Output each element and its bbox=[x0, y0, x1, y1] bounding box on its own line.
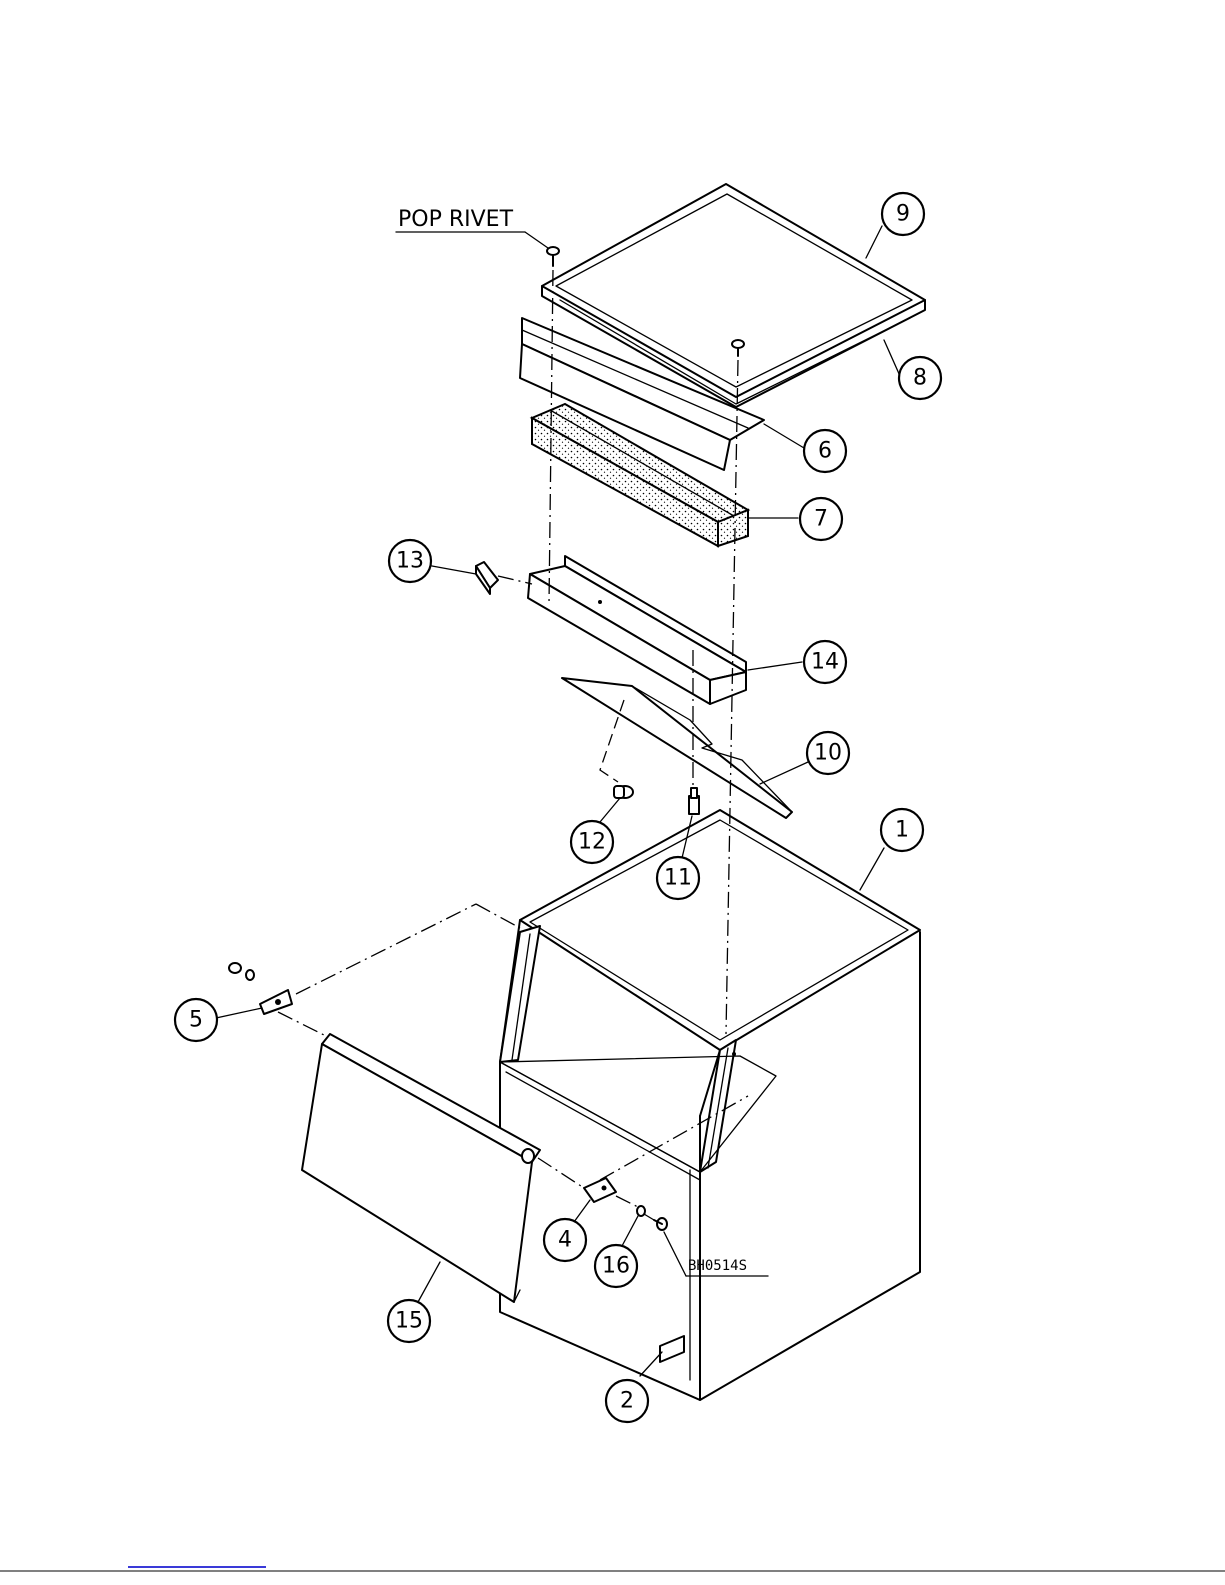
callout-6: 6 bbox=[804, 430, 846, 472]
callout-12: 12 bbox=[571, 821, 613, 863]
callout-4: 4 bbox=[544, 1219, 586, 1261]
svg-text:13: 13 bbox=[396, 549, 424, 574]
callout-7: 7 bbox=[800, 498, 842, 540]
clip-part-13 bbox=[476, 562, 498, 594]
callout-8: 8 bbox=[899, 357, 941, 399]
callout-15: 15 bbox=[388, 1300, 430, 1342]
nameplate-part-2 bbox=[660, 1336, 684, 1362]
bin-door-part-15 bbox=[302, 1034, 540, 1302]
callout-14: 14 bbox=[804, 641, 846, 683]
callout-1: 1 bbox=[881, 809, 923, 851]
callout-11: 11 bbox=[657, 857, 699, 899]
callout-13: 13 bbox=[389, 540, 431, 582]
svg-text:6: 6 bbox=[818, 439, 832, 464]
hinge-left-part-5 bbox=[229, 963, 292, 1014]
svg-text:14: 14 bbox=[811, 650, 839, 675]
standoff-part-11 bbox=[689, 788, 699, 814]
deflector-part-10 bbox=[562, 678, 792, 818]
svg-text:9: 9 bbox=[896, 202, 910, 227]
svg-text:7: 7 bbox=[814, 507, 828, 532]
knob-part-12 bbox=[614, 786, 633, 798]
svg-text:8: 8 bbox=[913, 366, 927, 391]
cabinet-body-part-1 bbox=[500, 810, 920, 1400]
svg-text:12: 12 bbox=[578, 830, 606, 855]
callout-16: 16 bbox=[595, 1245, 637, 1287]
callout-10: 10 bbox=[807, 732, 849, 774]
svg-text:10: 10 bbox=[814, 741, 842, 766]
pop-rivet-left bbox=[547, 247, 559, 266]
hinge-right-part-4 bbox=[584, 1178, 616, 1202]
drawing-code-label: BH0514S bbox=[688, 1258, 747, 1274]
svg-text:5: 5 bbox=[189, 1008, 203, 1033]
svg-text:2: 2 bbox=[620, 1389, 634, 1414]
footer-link-underline[interactable] bbox=[128, 1566, 266, 1568]
pop-rivet-label: POP RIVET bbox=[398, 207, 514, 232]
svg-text:16: 16 bbox=[602, 1254, 630, 1279]
screw-bh0514s bbox=[654, 1218, 667, 1230]
channel-bracket-part-14 bbox=[528, 556, 746, 704]
callout-2: 2 bbox=[606, 1380, 648, 1422]
svg-text:4: 4 bbox=[558, 1228, 572, 1253]
svg-text:15: 15 bbox=[395, 1309, 423, 1334]
leader-lines bbox=[216, 226, 900, 1376]
svg-text:1: 1 bbox=[895, 818, 909, 843]
callout-9: 9 bbox=[882, 193, 924, 235]
callout-5: 5 bbox=[175, 999, 217, 1041]
pop-rivet-leader bbox=[525, 232, 548, 248]
svg-text:11: 11 bbox=[664, 866, 692, 891]
